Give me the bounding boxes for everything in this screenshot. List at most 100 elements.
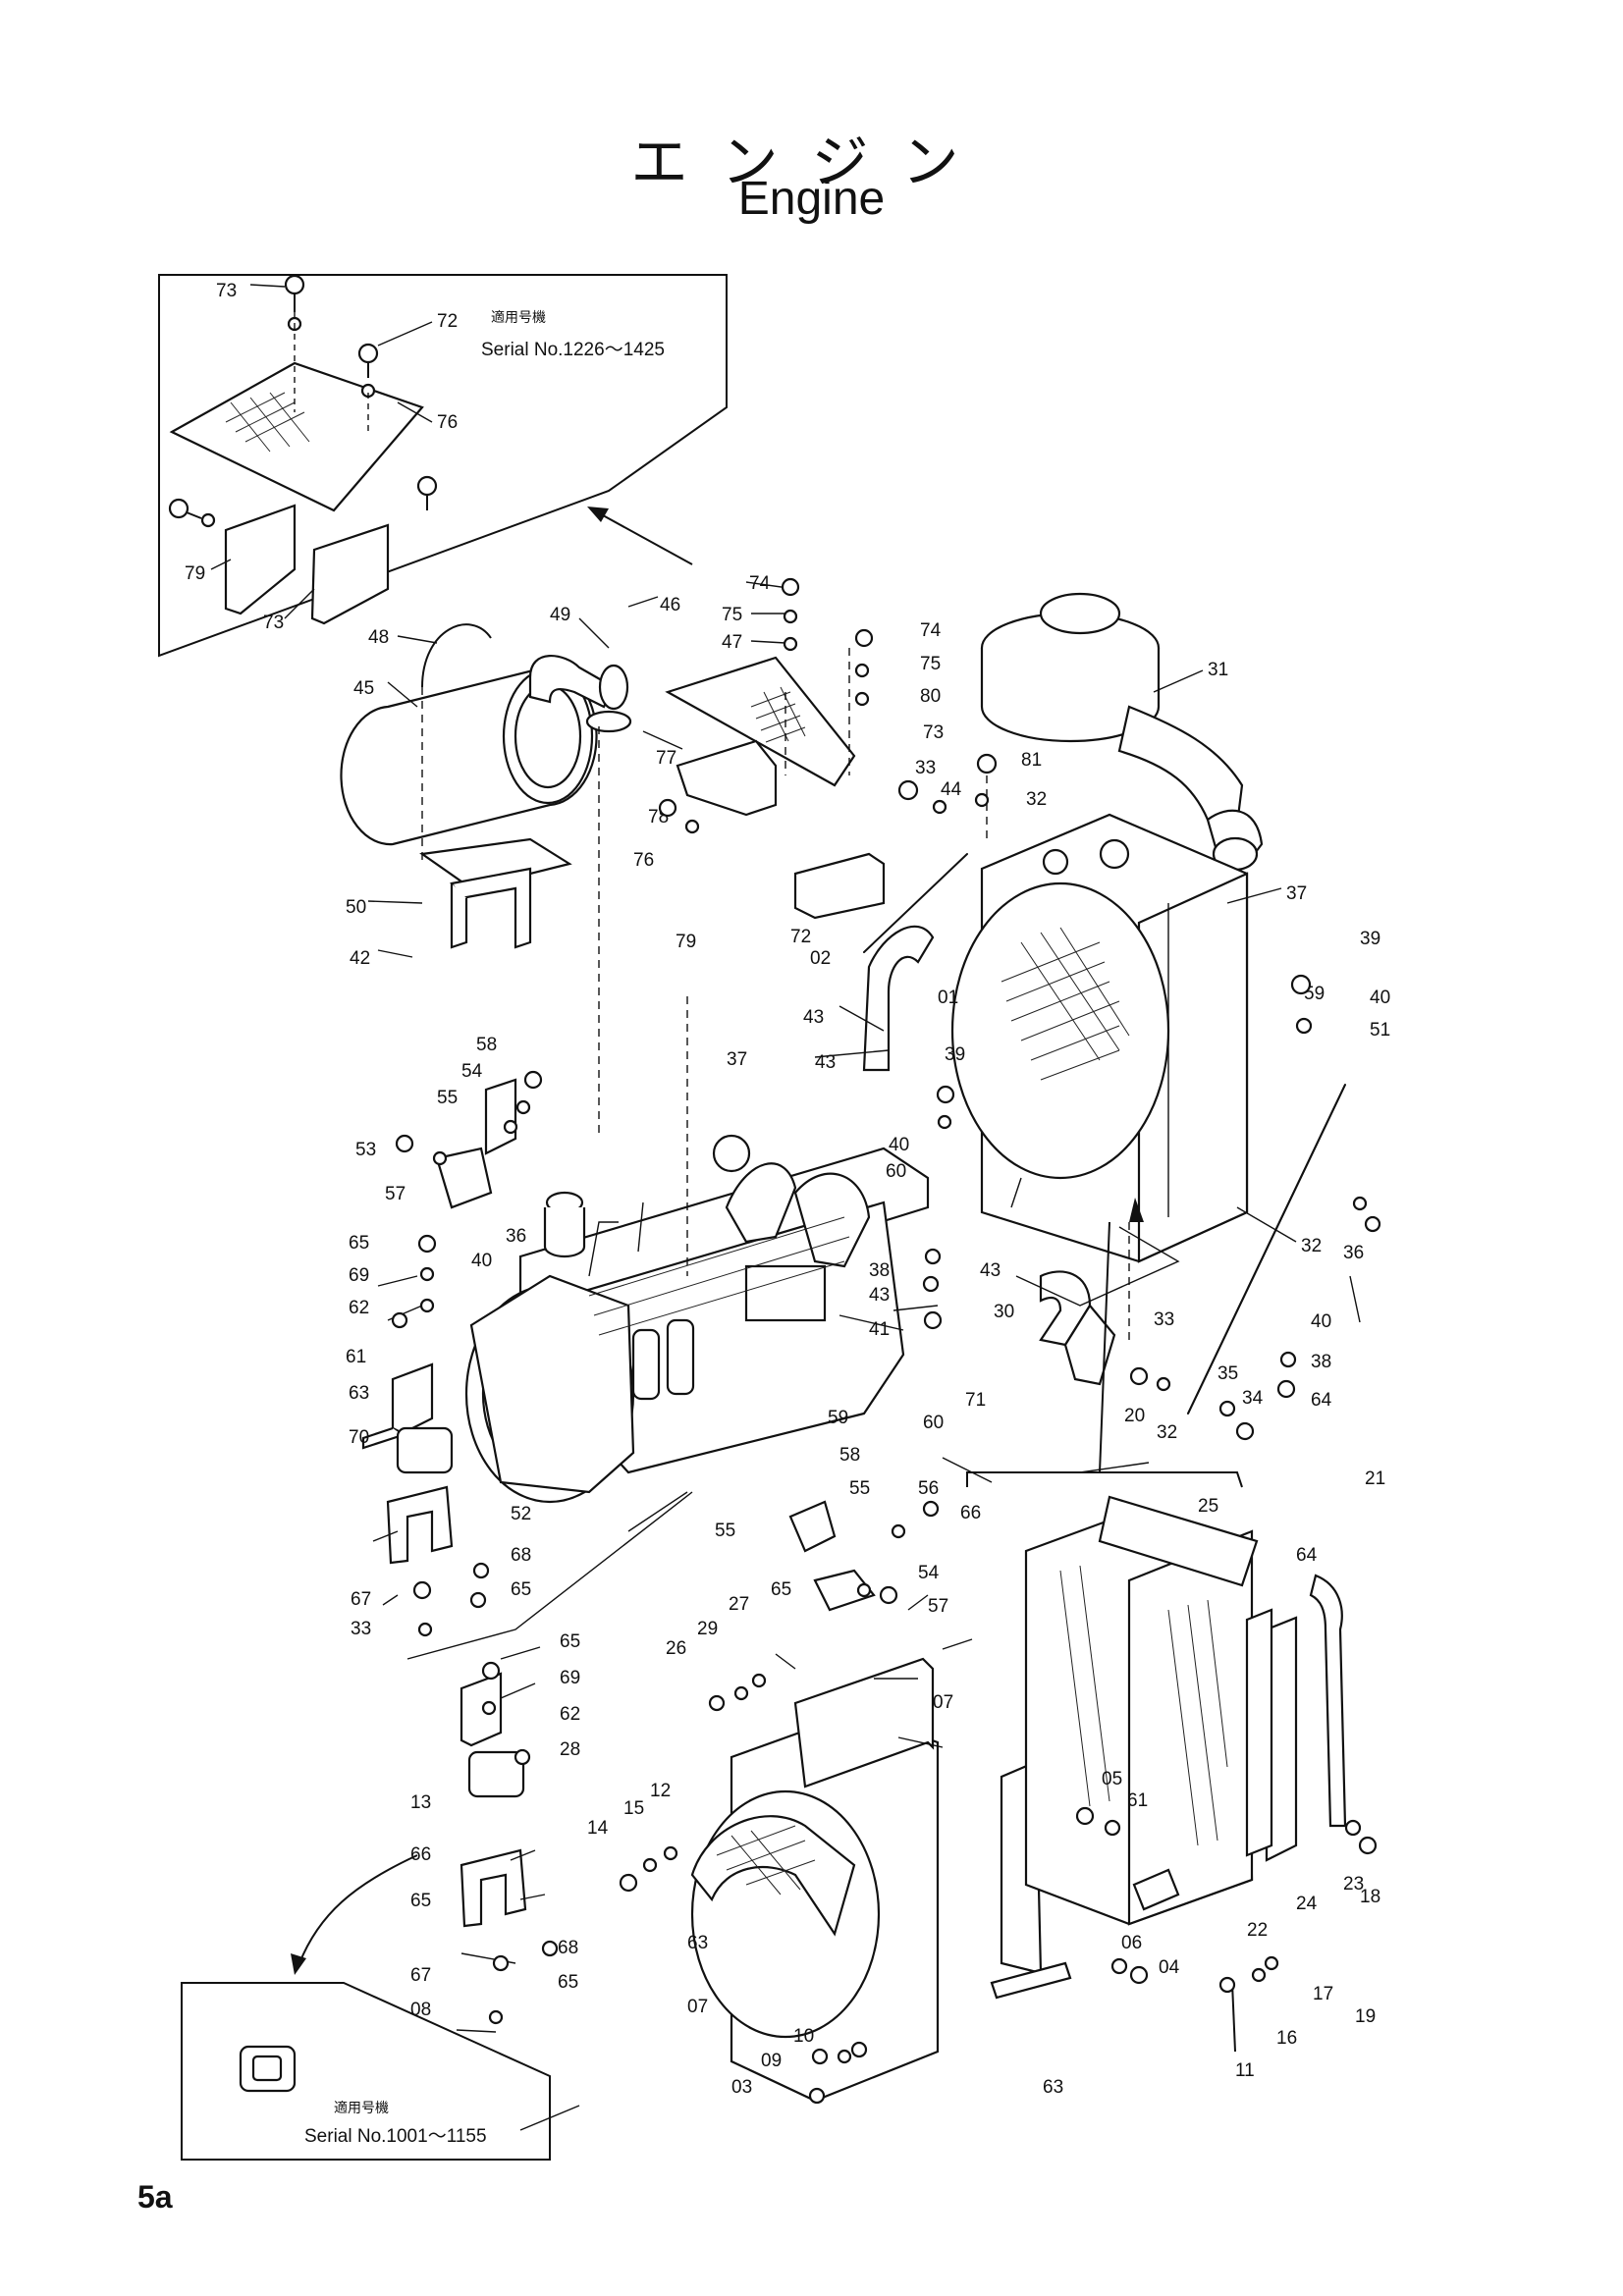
- part-label: 48: [368, 627, 389, 648]
- part-label: 63: [687, 1933, 708, 1953]
- inset-box-bottom: 適用号機 Serial No.1001〜1155: [181, 1854, 551, 2161]
- part-label: 68: [511, 1545, 531, 1566]
- inset-box-top: 適用号機 Serial No.1226〜1425: [158, 274, 728, 658]
- part-label: 73: [216, 281, 237, 301]
- part-label: 39: [1360, 929, 1380, 949]
- part-label: 40: [889, 1135, 909, 1155]
- assembly-guide-lines: [421, 648, 988, 1276]
- part-label: 65: [511, 1579, 531, 1600]
- part-label: 07: [933, 1692, 953, 1713]
- part-label: 37: [1286, 883, 1307, 904]
- part-label: 08: [410, 2000, 431, 2020]
- part-label: 29: [697, 1619, 718, 1639]
- part-label: 43: [869, 1285, 890, 1306]
- part-label: 57: [385, 1184, 406, 1204]
- part-label: 74: [749, 573, 771, 594]
- part-label: 28: [560, 1739, 580, 1760]
- part-label: 58: [839, 1445, 860, 1466]
- part-label: 79: [185, 563, 205, 584]
- part-label: 05: [1102, 1769, 1122, 1789]
- part-label: 66: [960, 1503, 981, 1523]
- part-label: 55: [715, 1521, 735, 1541]
- part-label: 40: [1311, 1311, 1331, 1332]
- part-number-labels: 73 72 76 79 73 74 75 47 46 49 48 45 77 7…: [185, 281, 1390, 2098]
- radiator-arrow-line: [1099, 1221, 1110, 1473]
- part-label: 27: [729, 1594, 749, 1615]
- part-label: 33: [1154, 1309, 1174, 1330]
- part-label: 52: [511, 1504, 531, 1524]
- part-label: 10: [793, 2026, 814, 2047]
- stay-31: [863, 853, 968, 953]
- part-label: 68: [558, 1938, 578, 1958]
- part-label: 47: [722, 632, 742, 653]
- inset-top-caption: 適用号機: [491, 309, 546, 326]
- part-label: 33: [351, 1619, 371, 1639]
- part-label: 61: [1127, 1790, 1148, 1811]
- part-label: 31: [1208, 660, 1228, 680]
- inset-top-serial: Serial No.1226〜1425: [481, 340, 665, 360]
- hardware-fasteners: [391, 577, 1381, 2105]
- part-label: 75: [722, 605, 742, 625]
- part-label: 49: [550, 605, 570, 625]
- engine-block: [464, 1134, 930, 1504]
- part-label: 32: [1301, 1236, 1322, 1256]
- page-title-japanese: エンジン: [630, 129, 993, 195]
- mount-link-line-2: [406, 1491, 693, 1660]
- part-label: 46: [660, 595, 680, 615]
- part-label: 03: [731, 2077, 752, 2098]
- part-label: 43: [980, 1260, 1001, 1281]
- part-label: 01: [938, 988, 958, 1008]
- part-label: 34: [1242, 1388, 1264, 1409]
- part-label: 73: [263, 613, 284, 633]
- part-label: 76: [633, 850, 654, 871]
- part-label: 02: [810, 948, 831, 969]
- part-label: 14: [587, 1818, 609, 1839]
- part-label: 75: [920, 654, 941, 674]
- part-label: 15: [623, 1798, 644, 1819]
- part-label: 41: [869, 1319, 890, 1340]
- part-label: 59: [828, 1408, 848, 1428]
- part-label: 54: [461, 1061, 483, 1082]
- part-label: 06: [1121, 1933, 1142, 1953]
- part-label: 45: [353, 678, 374, 699]
- part-label: 33: [915, 758, 936, 778]
- part-label: 71: [965, 1390, 986, 1411]
- radiator-upper: [950, 813, 1249, 1263]
- part-label: 38: [1311, 1352, 1331, 1372]
- part-label: 63: [349, 1383, 369, 1404]
- part-label: 20: [1124, 1406, 1145, 1426]
- part-label: 77: [656, 748, 676, 769]
- part-label: 65: [410, 1891, 431, 1911]
- part-label: 21: [1365, 1468, 1385, 1489]
- part-label: 72: [790, 927, 811, 947]
- muffler-assembly: [340, 623, 632, 949]
- part-label: 38: [869, 1260, 890, 1281]
- inset-bottom-caption: 適用号機: [334, 2100, 389, 2116]
- inset-bottom-serial: Serial No.1001〜1155: [304, 2126, 487, 2147]
- part-label: 54: [918, 1563, 940, 1583]
- part-label: 39: [945, 1044, 965, 1065]
- part-label: 61: [346, 1347, 366, 1367]
- part-label: 69: [560, 1668, 580, 1688]
- part-label: 43: [803, 1007, 824, 1028]
- part-label: 37: [727, 1049, 747, 1070]
- part-label: 26: [666, 1638, 686, 1659]
- part-label: 36: [506, 1226, 526, 1247]
- part-label: 09: [761, 2051, 782, 2071]
- part-label: 32: [1026, 789, 1047, 810]
- part-label: 43: [815, 1052, 836, 1073]
- part-label: 11: [1235, 2060, 1255, 2081]
- part-label: 30: [994, 1302, 1014, 1322]
- part-label: 32: [1157, 1422, 1177, 1443]
- part-label: 69: [349, 1265, 369, 1286]
- callout-lines: [210, 284, 1361, 2131]
- part-label: 07: [687, 1997, 708, 2017]
- radiator-group-bracket: [966, 1471, 1243, 1488]
- part-label: 60: [923, 1413, 944, 1433]
- part-label: 76: [437, 412, 458, 433]
- heat-shield-plate: [665, 656, 886, 920]
- radiator-lower-assembly: [690, 1495, 1347, 2103]
- part-label: 04: [1159, 1957, 1180, 1978]
- part-label: 40: [1370, 988, 1390, 1008]
